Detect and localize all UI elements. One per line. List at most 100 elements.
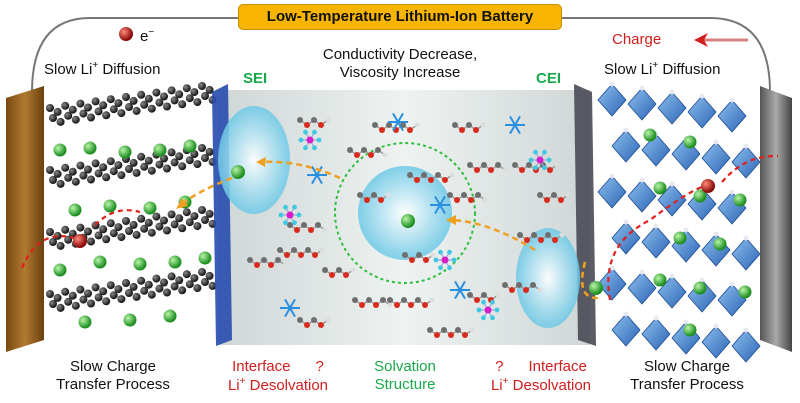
carbon-atom: [155, 222, 164, 231]
atom: [379, 127, 385, 133]
li-ion: [589, 281, 603, 295]
oxygen-atom: [623, 219, 629, 225]
carbon-atom: [91, 159, 100, 168]
carbon-atom: [152, 212, 161, 221]
carbon-atom: [175, 214, 184, 223]
atom: [442, 177, 448, 183]
atom: [421, 172, 427, 178]
li-ion: [683, 323, 697, 337]
atom: [459, 127, 465, 133]
atom: [375, 147, 381, 153]
atom: [304, 122, 310, 128]
sei-label: SEI: [243, 70, 268, 87]
carbon-atom: [193, 284, 202, 293]
carbon-atom: [87, 113, 95, 122]
atom: [517, 232, 523, 238]
li-ion: [738, 285, 752, 299]
atom: [311, 117, 317, 123]
atom: [409, 257, 415, 263]
atom: [385, 192, 391, 198]
carbon-atom: [114, 161, 123, 170]
atom: [429, 297, 435, 303]
carbon-atom: [182, 208, 191, 217]
atom: [428, 177, 434, 183]
octahedron: [731, 329, 761, 363]
octahedron: [641, 133, 671, 167]
atom: [441, 327, 447, 333]
atom: [386, 122, 392, 128]
carbon-atom: [87, 175, 95, 184]
atom: [268, 262, 274, 268]
snowflake-icon: [505, 115, 525, 135]
atom: [448, 332, 454, 338]
carbon-atom: [99, 101, 108, 110]
carbon-atom: [132, 168, 141, 177]
atom: [261, 257, 267, 263]
atom: [526, 162, 532, 168]
carbon-atom: [49, 238, 57, 246]
carbon-atom: [182, 84, 191, 93]
atom: [414, 122, 420, 128]
carbon-atom: [198, 82, 206, 90]
carbon-atom: [167, 148, 176, 157]
carbon-atom: [53, 231, 62, 240]
li-ion: [123, 313, 137, 327]
li-ion: [673, 231, 687, 245]
carbon-atom: [137, 214, 146, 223]
carbon-atom: [76, 99, 85, 108]
atom: [449, 172, 455, 178]
atom: [502, 167, 508, 173]
carbon-atom: [201, 92, 209, 100]
carbon-atom: [68, 291, 77, 300]
li-ion: [78, 315, 92, 329]
atom: [361, 147, 367, 153]
atom: [329, 272, 335, 278]
carbon-atom: [140, 162, 149, 171]
carbon-atom: [114, 223, 123, 232]
oxygen-atom: [713, 231, 719, 237]
oxygen-atom: [639, 177, 645, 183]
fluorine-atom: [433, 257, 439, 263]
carbon-atom: [76, 223, 85, 232]
atom: [544, 197, 550, 203]
cei-label: CEI: [536, 70, 562, 87]
atom: [519, 167, 525, 173]
atom: [311, 317, 317, 323]
carbon-atom: [129, 282, 138, 291]
li-ion: [168, 255, 182, 269]
atom: [287, 222, 293, 228]
carbon-atom: [198, 206, 206, 214]
arrow-heads: [176, 157, 456, 225]
oxygen-atom: [683, 227, 689, 233]
carbon-atom: [99, 225, 108, 234]
atom: [275, 257, 281, 263]
atom: [427, 327, 433, 333]
atom: [474, 167, 480, 173]
carbon-atom: [147, 290, 156, 299]
fluorine-atom: [316, 137, 322, 143]
carbon-atom: [182, 270, 191, 279]
carbon-atom: [125, 227, 133, 235]
carbon-atom: [185, 218, 194, 227]
atom: [359, 302, 365, 308]
layered-cathode: [597, 81, 761, 363]
carbon-atom: [144, 94, 153, 103]
carbon-atom: [61, 163, 70, 172]
fluorine-atom: [542, 149, 547, 155]
atom: [247, 257, 253, 263]
li-ion: [198, 251, 212, 265]
carbon-atom: [205, 147, 214, 156]
atom: [336, 267, 342, 273]
atom: [325, 317, 331, 323]
oxygen-atom: [713, 139, 719, 145]
atom: [325, 117, 331, 123]
carbon-atom: [87, 237, 95, 246]
li-ion: [653, 181, 667, 195]
atom: [523, 287, 529, 293]
oxygen-atom: [743, 327, 749, 333]
atom: [467, 162, 473, 168]
carbon-atom: [109, 229, 118, 238]
atom: [538, 237, 544, 243]
fluorine-atom: [283, 220, 288, 226]
